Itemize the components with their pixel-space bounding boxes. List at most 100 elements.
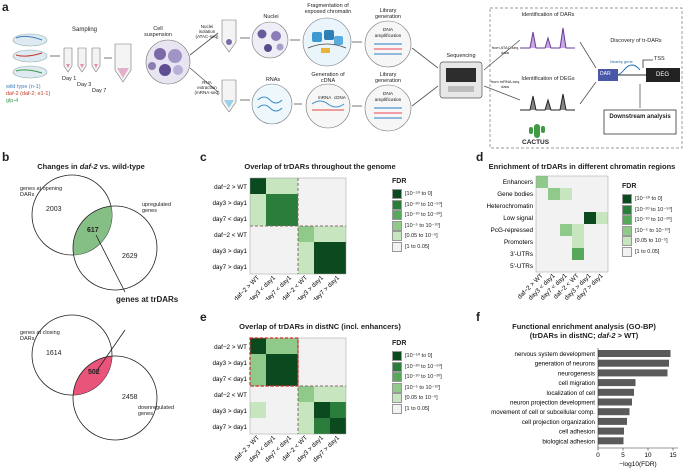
- heat-cell: [298, 402, 314, 418]
- heat-cell: [250, 338, 266, 354]
- heat-cell: [596, 260, 608, 272]
- sequencer-icon: [439, 61, 483, 99]
- heat-cell: [266, 226, 282, 242]
- dna-amp2-label: DNA amplification: [374, 92, 402, 103]
- chromatin-circle: [302, 17, 352, 67]
- heat-cell: [596, 236, 608, 248]
- heat-cell: [330, 386, 346, 402]
- row-label: day3 > day1: [213, 200, 248, 207]
- nuclei-isolation-label: Nuclei isolation (ATAC-seq): [195, 24, 219, 40]
- bar-category-label: cell projection organization: [522, 419, 596, 426]
- heat-cell: [282, 210, 298, 226]
- heat-cell: [314, 418, 330, 434]
- heat-cell: [560, 224, 572, 236]
- deg-label: DEG: [656, 72, 670, 78]
- row-label: Gene bodies: [497, 191, 533, 198]
- heat-cell: [314, 178, 330, 194]
- heat-cell: [282, 370, 298, 386]
- heat-cell: [330, 370, 346, 386]
- heat-cell: [250, 194, 266, 210]
- top-left-count: 2003: [46, 206, 62, 213]
- heat-cell: [330, 402, 346, 418]
- heat-cell: [596, 224, 608, 236]
- heat-cell: [330, 226, 346, 242]
- heat-cell: [298, 386, 314, 402]
- panel-b-label: b: [2, 150, 10, 164]
- row-label: 5′-UTRs: [510, 263, 533, 270]
- venn-diagrams: [31, 174, 158, 441]
- bar: [598, 359, 669, 367]
- venn-top-right: [72, 205, 158, 291]
- heat-cell: [572, 212, 584, 224]
- cell-suspension-circle: [145, 39, 191, 85]
- row-label: day7 < day1: [213, 376, 248, 383]
- fdr-title-e: FDR: [392, 340, 407, 347]
- bar-category-label: cell adhesion: [559, 429, 596, 436]
- row-label: daf−2 > WT: [214, 344, 247, 351]
- x-tick-label: 5: [621, 452, 625, 459]
- bar-category-label: movement of cell or subcellular comp.: [491, 409, 595, 416]
- bottom-right-count: 2458: [122, 394, 138, 401]
- dar-deg-schematic: [598, 59, 680, 82]
- heat-cell: [282, 338, 298, 354]
- trdars-callout: genes at trDARs: [116, 295, 179, 304]
- heat-cell: [548, 212, 560, 224]
- row-label: daf−2 > WT: [214, 184, 247, 191]
- bar-category-label: nervous system development: [515, 351, 596, 358]
- top-left-label: genes at opening DARs: [20, 186, 63, 199]
- row-label: day3 > day1: [213, 408, 248, 415]
- heat-cell: [298, 338, 314, 354]
- fdr-title-c: FDR: [392, 178, 407, 185]
- heat-cell: [266, 354, 282, 370]
- dar-label: DAR: [600, 71, 611, 77]
- heat-cell: [536, 260, 548, 272]
- x-tick-label: 0: [596, 452, 600, 459]
- panel-e-title: Overlap of trDARs in distNC (incl. enhan…: [239, 322, 401, 331]
- row-label: daf−2 < WT: [214, 232, 247, 239]
- id-dars-label: Identification of DARs: [521, 12, 575, 18]
- venn-bottom-overlap: [73, 356, 112, 395]
- bottom-left-count: 1614: [46, 350, 62, 357]
- heat-cell: [560, 188, 572, 200]
- heat-cell: [266, 258, 282, 274]
- heat-cell: [298, 194, 314, 210]
- bar-category-label: cell migration: [559, 380, 596, 387]
- nuclei-label: Nuclei: [263, 14, 279, 20]
- heat-cell: [250, 258, 266, 274]
- heat-cell: [330, 418, 346, 434]
- rnas-circle: [251, 83, 293, 125]
- sequencing-label: Sequencing: [446, 53, 476, 59]
- cactus-logo: [529, 124, 545, 138]
- heat-cell: [584, 260, 596, 272]
- heat-cell: [314, 402, 330, 418]
- row-label: Promoters: [504, 239, 533, 246]
- bar: [598, 388, 634, 396]
- heat-cell: [596, 176, 608, 188]
- heat-cell: [314, 370, 330, 386]
- heat-cell: [548, 236, 560, 248]
- heat-cell: [572, 224, 584, 236]
- heat-cell: [560, 236, 572, 248]
- heat-cell: [536, 188, 548, 200]
- row-label: Heterochromatin: [486, 203, 533, 210]
- from-atac-label: from ATAC-seq data: [491, 45, 519, 55]
- heat-cell: [298, 370, 314, 386]
- day1-label: Day 1: [62, 76, 77, 82]
- bar: [598, 408, 630, 416]
- heat-cell: [314, 258, 330, 274]
- heat-cell: [572, 176, 584, 188]
- heat-cell: [250, 226, 266, 242]
- heat-cell: [548, 188, 560, 200]
- heat-cell: [330, 354, 346, 370]
- heat-cell: [314, 210, 330, 226]
- heat-cell: [250, 402, 266, 418]
- heat-cell: [266, 178, 282, 194]
- row-label: day3 > day1: [213, 248, 248, 255]
- heat-cell: [596, 212, 608, 224]
- panel-f-label: f: [476, 310, 480, 324]
- top-right-label: upregulated genes: [142, 202, 172, 215]
- heat-cell: [250, 418, 266, 434]
- heat-cell: [314, 226, 330, 242]
